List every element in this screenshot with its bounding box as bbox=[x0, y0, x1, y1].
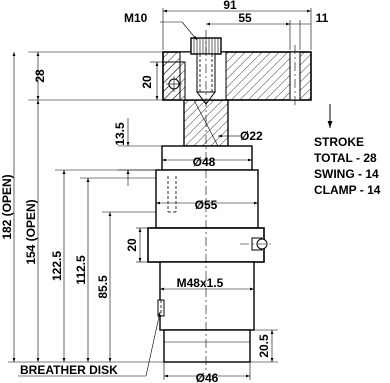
side-port-fitting bbox=[240, 237, 272, 251]
dim-base-height: 20.5 bbox=[257, 334, 271, 358]
stroke-clamp: CLAMP - 14 bbox=[314, 183, 381, 197]
dim-thread-m10: M10 bbox=[124, 11, 148, 25]
dim-arm-offset: 55 bbox=[238, 11, 252, 25]
dim-body-thread: M48x1.5 bbox=[177, 276, 224, 290]
dim-screw-height: 20 bbox=[140, 75, 154, 89]
dim-rod-diameter: Ø22 bbox=[240, 129, 263, 143]
dim-base-diameter: Ø46 bbox=[196, 371, 219, 383]
clamp-arm bbox=[162, 45, 312, 107]
dim-height-b: 112.5 bbox=[74, 255, 88, 285]
breather-disk bbox=[157, 299, 165, 317]
cylinder-body bbox=[147, 118, 265, 372]
breather-disk-label: BREATHER DISK bbox=[20, 363, 118, 377]
stroke-total: TOTAL - 28 bbox=[314, 151, 377, 165]
dim-height-a: 122.5 bbox=[50, 251, 64, 281]
dim-arm-end: 11 bbox=[316, 11, 329, 25]
screw bbox=[190, 30, 222, 118]
dim-flange-thickness: 20 bbox=[125, 238, 139, 252]
dim-height-open-total: 182 (OPEN) bbox=[0, 174, 14, 239]
dim-overall-width: 91 bbox=[223, 0, 237, 12]
dim-body-diameter: Ø55 bbox=[195, 198, 218, 212]
dim-height-open-lower: 154 (OPEN) bbox=[24, 199, 38, 264]
stroke-title: STROKE bbox=[314, 135, 364, 149]
stroke-swing: SWING - 14 bbox=[314, 167, 379, 181]
dim-collar-diameter: Ø48 bbox=[193, 155, 216, 169]
dim-rod-length: 13.5 bbox=[113, 122, 127, 146]
dimension-lines bbox=[8, 8, 312, 380]
locating-pin bbox=[166, 76, 182, 92]
dim-height-c: 85.5 bbox=[96, 275, 110, 299]
dim-arm-height: 28 bbox=[33, 69, 47, 83]
